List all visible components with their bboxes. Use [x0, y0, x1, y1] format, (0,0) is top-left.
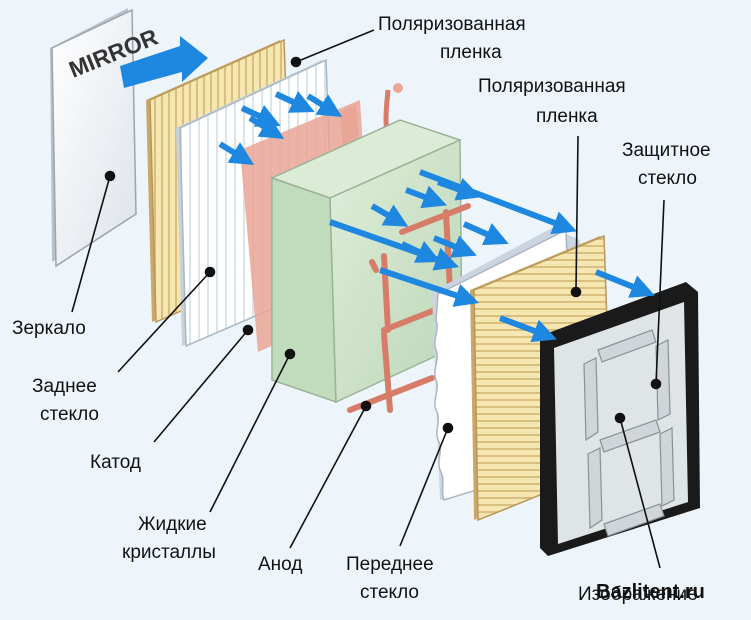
- label-liquid-crystals-1: Жидкие: [138, 514, 207, 535]
- label-back-glass-1: Заднее: [32, 376, 97, 397]
- seven-segment-digit: [583, 329, 675, 537]
- label-polarized-film-front-1: Поляризованная: [478, 76, 626, 97]
- mirror-arrow-icon: [120, 36, 208, 88]
- watermark: Bazlitent.ru: [596, 581, 705, 603]
- label-image: Изображение: [578, 584, 698, 605]
- mirror-panel: MIRROR: [50, 8, 208, 268]
- label-protective-glass-2: стекло: [638, 168, 697, 189]
- light-arrows: [218, 91, 655, 343]
- labels: Поляризованная пленка Поляризованная пле…: [12, 14, 711, 605]
- label-front-glass-1: Переднее: [346, 554, 434, 575]
- label-anode: Анод: [258, 554, 302, 575]
- label-back-glass-2: стекло: [40, 404, 99, 425]
- label-cathode: Катод: [90, 452, 141, 473]
- label-polarized-film-top-2: пленка: [440, 42, 502, 63]
- label-mirror: Зеркало: [12, 318, 86, 339]
- leader-lines: [71, 29, 665, 569]
- label-front-glass-2: стекло: [360, 582, 419, 603]
- label-liquid-crystals-2: кристаллы: [122, 542, 216, 563]
- label-polarized-film-top-1: Поляризованная: [378, 14, 526, 35]
- label-polarized-film-front-2: пленка: [536, 106, 598, 127]
- label-protective-glass-1: Защитное: [622, 140, 711, 161]
